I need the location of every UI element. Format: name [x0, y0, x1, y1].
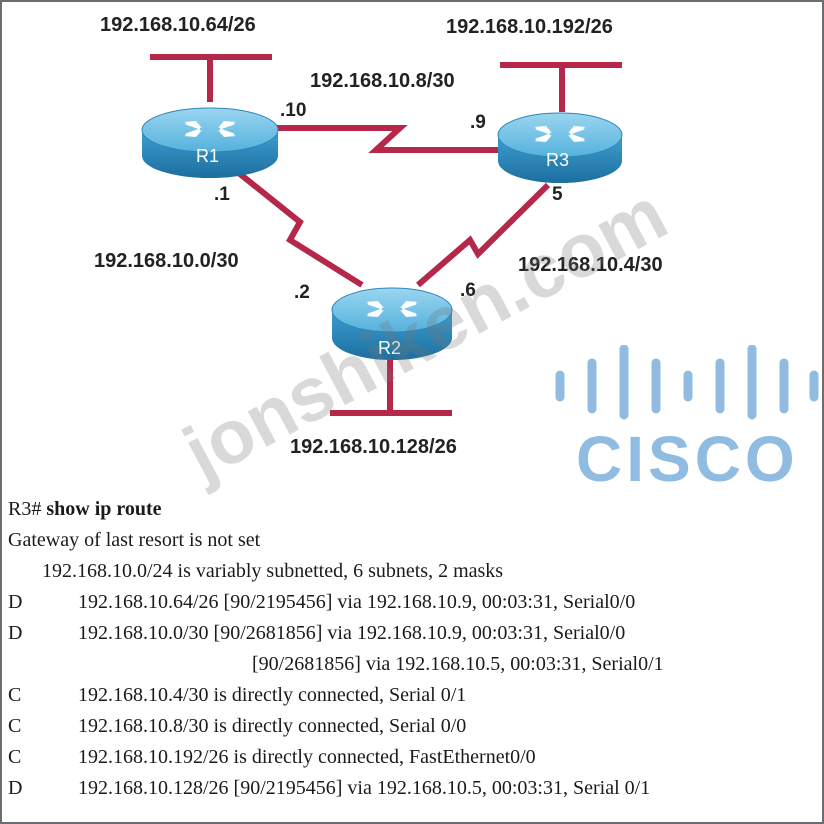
interface-r3-to-r2: 5: [552, 184, 563, 205]
route-entry: D 192.168.10.128/26 [90/2195456] via 192…: [8, 777, 651, 799]
topology-drawing: [141, 54, 623, 416]
r3-lan-segment: [500, 62, 622, 112]
router-r3: [497, 112, 623, 183]
router-r1: [141, 107, 279, 178]
router-r2: [331, 287, 453, 360]
interface-r3-to-r1: .9: [470, 112, 486, 133]
network-label-r2-r3-link: 192.168.10.4/30: [518, 254, 663, 276]
cli-command-line: R3# show ip route: [8, 494, 816, 525]
interface-r1-to-r3: .10: [280, 100, 307, 121]
interface-r2-to-r1: .2: [294, 282, 310, 303]
network-label-r1-lan: 192.168.10.64/26: [100, 14, 256, 36]
router-r1-label: R1: [196, 146, 220, 166]
route-entry-continuation: [90/2681856] via 192.168.10.5, 00:03:31,…: [252, 653, 664, 675]
route-entry: D 192.168.10.64/26 [90/2195456] via 192.…: [8, 591, 636, 613]
cisco-logo-text: CISCO: [576, 423, 799, 495]
r1-r2-serial-link: [233, 167, 364, 288]
r1-r3-serial-link: [268, 125, 502, 153]
cisco-bars-icon: [555, 345, 819, 420]
interface-r1-to-r2: .1: [214, 184, 230, 205]
route-entry: C 192.168.10.8/30 is directly connected,…: [8, 715, 467, 737]
r2-lan-segment: [330, 360, 452, 416]
cli-gateway-line: Gateway of last resort is not set: [8, 529, 261, 551]
router-r3-label: R3: [546, 150, 570, 170]
cli-prompt: R3#: [8, 498, 42, 520]
route-entry: C 192.168.10.192/26 is directly connecte…: [8, 746, 536, 768]
route-entry: C 192.168.10.4/30 is directly connected,…: [8, 684, 467, 706]
network-label-r3-lan: 192.168.10.192/26: [446, 16, 613, 38]
show-ip-route-output: R3# show ip route Gateway of last resort…: [8, 494, 816, 804]
network-label-r1-r2-link: 192.168.10.0/30: [94, 250, 239, 272]
network-label-r1-r3-link: 192.168.10.8/30: [310, 70, 455, 92]
network-label-r2-lan: 192.168.10.128/26: [290, 436, 457, 458]
interface-r2-to-r3: .6: [460, 280, 476, 301]
cli-summary-line: 192.168.10.0/24 is variably subnetted, 6…: [42, 560, 504, 582]
route-entry: D 192.168.10.0/30 [90/2681856] via 192.1…: [8, 622, 626, 644]
r1-lan-segment: [150, 54, 272, 102]
cli-command: show ip route: [46, 498, 162, 520]
r2-r3-serial-link: [416, 182, 551, 288]
router-r2-label: R2: [378, 338, 402, 358]
